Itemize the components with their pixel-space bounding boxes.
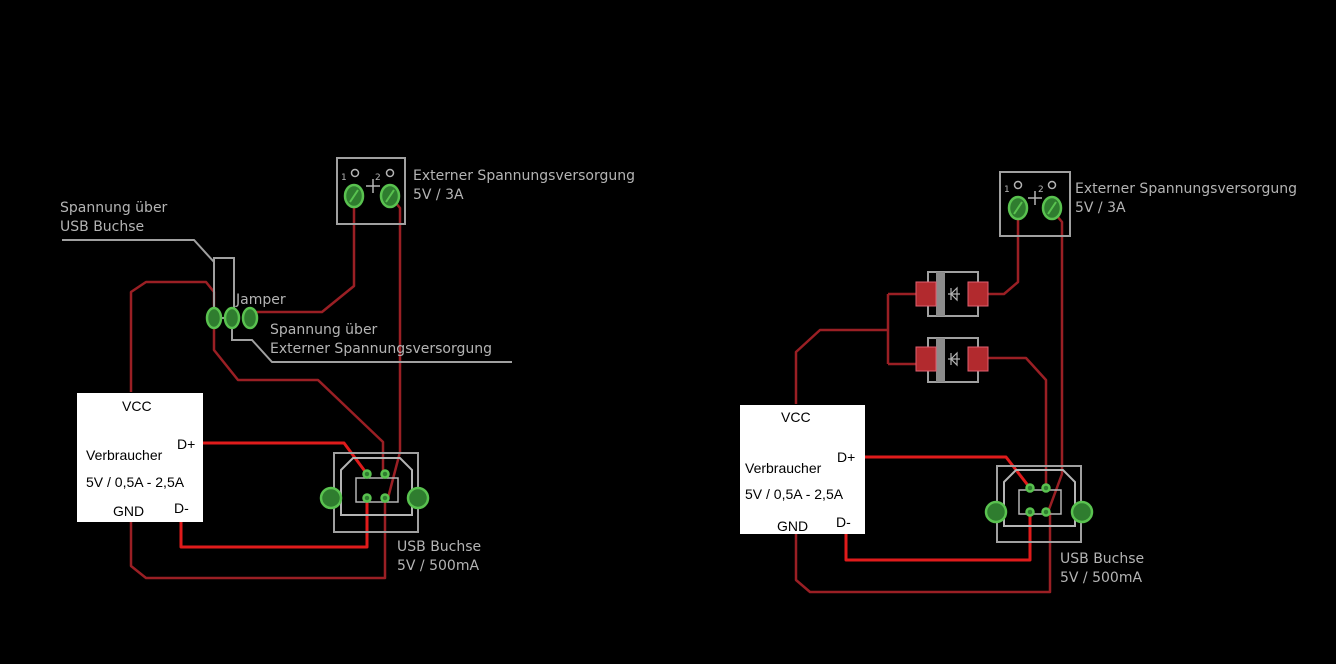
diode-top — [915, 271, 989, 317]
terminal-marker-2 — [385, 168, 395, 178]
usb-pin-dplus — [362, 469, 372, 479]
usb-supply-label-1: Spannung über — [60, 200, 168, 216]
ext-supply-label-2: 5V / 3A — [413, 187, 464, 203]
diode-to-usb-trace — [976, 356, 1048, 486]
usb-label-1: USB Buchse — [397, 539, 481, 555]
terminal-pin1: 1 — [1004, 185, 1010, 195]
usb-mount-pad-left — [319, 486, 343, 510]
load-vcc-label: VCC — [781, 409, 811, 425]
jumper-pad-1 — [205, 306, 223, 330]
dplus-trace — [862, 455, 1032, 489]
load-dminus-label: D- — [836, 514, 851, 530]
terminal-plus-icon — [1028, 191, 1042, 205]
terminal-pin2: 2 — [1038, 185, 1044, 195]
terminal-plus-icon — [366, 179, 380, 193]
usb-pin-dminus — [1025, 507, 1035, 517]
load-rating-label: 5V / 0,5A - 2,5A — [86, 474, 185, 490]
usb-pin-dminus — [362, 493, 372, 503]
gnd-trace — [794, 512, 1052, 594]
terminal-marker-1 — [350, 168, 360, 178]
terminal-marker-1 — [1013, 180, 1023, 190]
diode-bottom — [915, 337, 989, 383]
ext-select-label-1: Spannung über — [270, 322, 378, 338]
terminal-marker-2 — [1047, 180, 1057, 190]
ext-select-label-2: Externer Spannungsversorgung — [270, 341, 492, 357]
jumper-to-usb-trace — [212, 318, 385, 474]
left-circuit: 1 2 Jamper Externer Spannungsversorgung … — [60, 157, 635, 580]
ext-supply-trace — [250, 196, 356, 314]
usb-mount-pad-right — [406, 486, 430, 510]
usb-pin-vbus — [380, 469, 390, 479]
jumper-pad-3 — [241, 306, 259, 330]
terminal-block-outline — [336, 157, 406, 225]
dplus-trace — [200, 441, 369, 475]
jumper-label: Jamper — [235, 292, 286, 308]
load-block — [77, 393, 203, 522]
load-name-label: Verbraucher — [745, 460, 822, 476]
ext-supply-trace — [976, 210, 1020, 296]
vcc-trace — [129, 280, 216, 392]
load-name-label: Verbraucher — [86, 447, 163, 463]
jumper-pad-2 — [223, 306, 241, 330]
ext-select-leader — [231, 316, 512, 363]
terminal-block-outline — [999, 171, 1071, 237]
usb-label-2: 5V / 500mA — [397, 558, 479, 574]
right-circuit: 1 2 Externer Spannungsversorgung 5V / 3A — [740, 171, 1297, 594]
terminal-pin1: 1 — [341, 173, 347, 183]
usb-mount-pad-left — [984, 500, 1008, 524]
dminus-trace — [179, 498, 369, 549]
load-dplus-label: D+ — [177, 436, 195, 452]
usb-mount-pad-right — [1070, 500, 1094, 524]
diode-symbol-icon — [948, 351, 960, 367]
usb-supply-label-2: USB Buchse — [60, 219, 144, 235]
ext-supply-label-2: 5V / 3A — [1075, 200, 1126, 216]
usb-pin-gnd — [1041, 507, 1051, 517]
load-gnd-label: GND — [113, 503, 144, 519]
usb-label-1: USB Buchse — [1060, 551, 1144, 567]
load-vcc-label: VCC — [122, 398, 152, 414]
vcc-trace — [794, 328, 888, 404]
diode-symbol-icon — [948, 286, 960, 302]
load-block — [740, 405, 865, 534]
load-dplus-label: D+ — [837, 449, 855, 465]
load-gnd-label: GND — [777, 518, 808, 534]
terminal-pin2: 2 — [375, 173, 381, 183]
load-rating-label: 5V / 0,5A - 2,5A — [745, 486, 844, 502]
ext-supply-label-1: Externer Spannungsversorgung — [413, 168, 635, 184]
usb-label-2: 5V / 500mA — [1060, 570, 1142, 586]
usb-pin-dplus — [1025, 483, 1035, 493]
dminus-trace — [844, 512, 1032, 562]
usb-supply-leader — [62, 239, 215, 316]
ext-supply-label-1: Externer Spannungsversorgung — [1075, 181, 1297, 197]
gnd-trace — [129, 500, 387, 580]
load-dminus-label: D- — [174, 500, 189, 516]
usb-pin-gnd — [380, 493, 390, 503]
usb-pin-vbus — [1041, 483, 1051, 493]
